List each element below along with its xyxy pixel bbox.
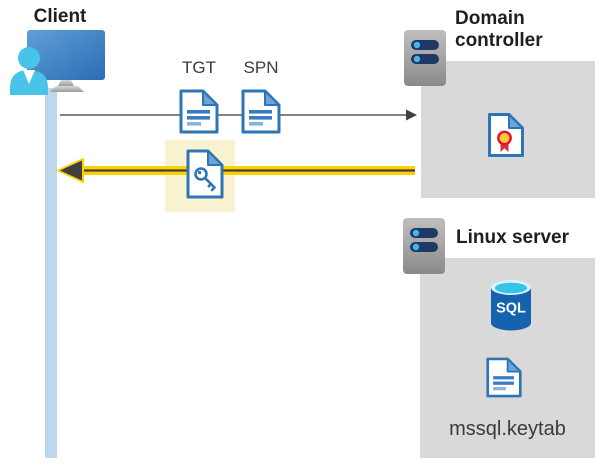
domain-controller-server-icon [404, 30, 446, 86]
key-icon [194, 167, 216, 192]
keytab-document-icon [485, 353, 523, 402]
monitor-icon [27, 30, 105, 92]
client-timeline-bar [45, 88, 57, 458]
tgt-label: TGT [182, 58, 216, 77]
keytab-filename-label: mssql.keytab [449, 418, 566, 440]
domain-controller-label: Domain controller [455, 8, 543, 51]
certificate-icon [487, 112, 525, 158]
linux-server-icon [403, 218, 445, 274]
sql-badge-text: SQL [496, 301, 526, 317]
sql-database-icon: SQL [489, 279, 533, 332]
client-label: Client [33, 6, 87, 27]
spn-document-icon [240, 88, 282, 135]
request-arrow [60, 109, 417, 121]
linux-server-label: Linux server [456, 227, 569, 248]
client-icon [8, 28, 108, 98]
response-arrow [56, 157, 415, 184]
spn-label: SPN [243, 58, 279, 77]
tgt-document-icon [178, 88, 220, 135]
key-ticket-icon [185, 148, 225, 200]
user-icon [10, 47, 48, 95]
